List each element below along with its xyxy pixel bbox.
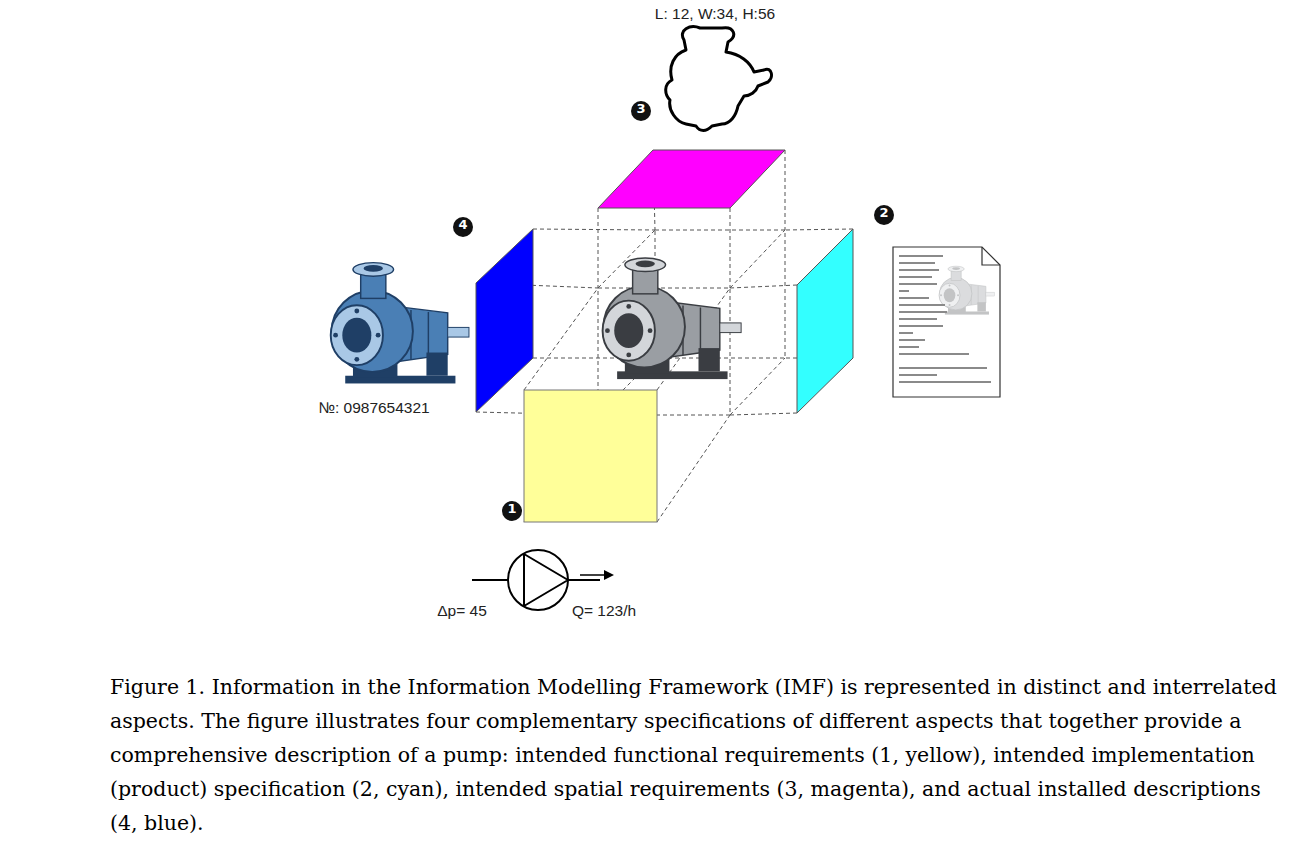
flow-arrow-head — [604, 570, 614, 580]
text-line — [899, 346, 919, 348]
callout-circle — [453, 217, 473, 237]
product-panel — [797, 229, 853, 413]
text-line — [899, 269, 939, 271]
datasheet-document — [893, 247, 1000, 397]
text-line — [899, 255, 943, 257]
document-lines — [899, 255, 991, 383]
callout-number-text: 3 — [631, 101, 651, 121]
spatial-panel — [598, 150, 785, 208]
callout-number: 4 — [453, 217, 473, 237]
document-sheet — [893, 247, 1000, 397]
spatial-outline — [666, 27, 772, 131]
installed-pump — [331, 263, 469, 384]
functional-panel — [524, 390, 657, 522]
document-fold — [982, 247, 1000, 265]
text-line — [899, 311, 947, 313]
installed-panel — [476, 229, 533, 412]
text-line — [899, 304, 945, 306]
callout-number: 2 — [874, 205, 894, 225]
text-line — [899, 332, 913, 334]
figure-caption: Figure 1. Information in the Information… — [110, 670, 1290, 840]
guide-line — [730, 229, 853, 415]
pump-symbol-triangle — [524, 554, 568, 606]
guide-lines — [476, 150, 853, 522]
callout-number-text: 1 — [502, 501, 522, 521]
tag-number: №: 0987654321 — [318, 399, 429, 417]
flow-arrow — [580, 574, 606, 576]
suction-line — [472, 579, 508, 581]
text-line — [899, 339, 925, 341]
text-line — [899, 297, 929, 299]
text-line — [899, 381, 991, 383]
text-line — [899, 367, 987, 369]
process-value: Δp= 45 — [437, 602, 487, 620]
text-line — [899, 262, 935, 264]
process-value: Q= 123/h — [572, 602, 636, 620]
cube-edge — [598, 230, 785, 415]
pump-illustration — [603, 258, 742, 379]
text-line — [899, 374, 937, 376]
pump-symbol-circle — [508, 550, 568, 610]
discharge-line — [568, 579, 600, 581]
text-line — [899, 276, 932, 278]
callout-circle — [874, 205, 894, 225]
callout-circle — [631, 101, 651, 121]
text-line — [899, 353, 969, 355]
text-line — [899, 283, 937, 285]
callout-number-text: 4 — [453, 217, 473, 237]
callout-number: 3 — [631, 101, 651, 121]
dimension-label: L: 12, W:34, H:56 — [655, 5, 775, 23]
callout-number: 1 — [502, 501, 522, 521]
pump-symbol — [472, 550, 614, 610]
text-line — [899, 325, 943, 327]
text-line — [899, 318, 937, 320]
text-line — [899, 290, 909, 292]
document-pump — [939, 266, 994, 314]
callout-number-text: 2 — [874, 205, 894, 225]
callout-circle — [502, 501, 522, 521]
